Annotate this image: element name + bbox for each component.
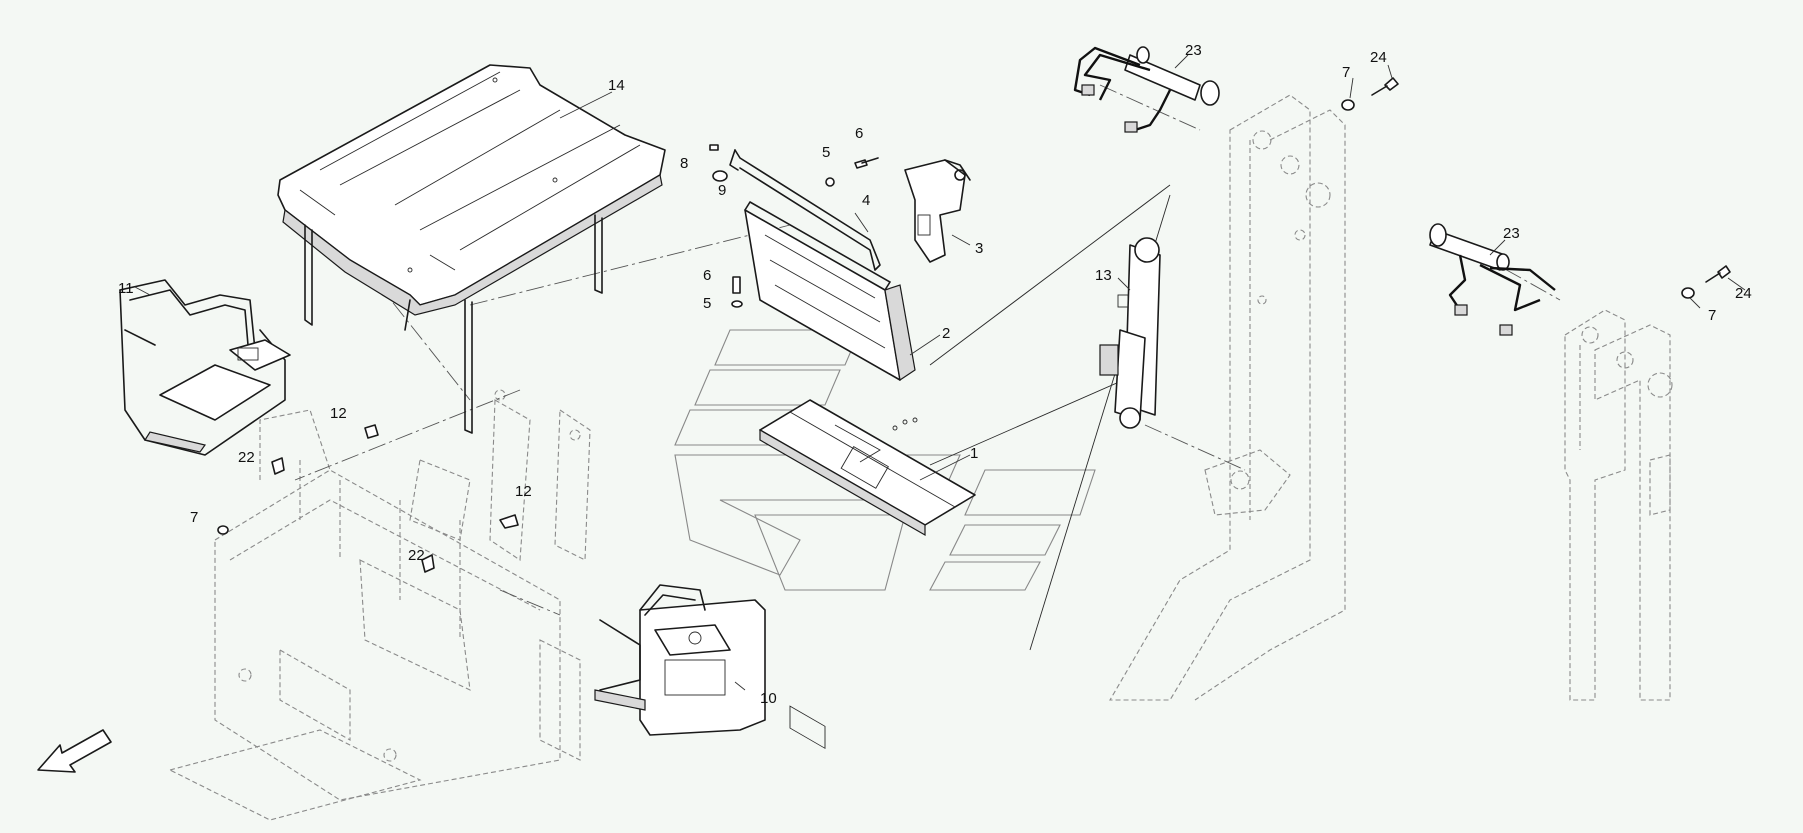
callout-5-top: 5 bbox=[822, 144, 830, 161]
callout-8: 8 bbox=[680, 155, 688, 172]
callout-24-top: 24 bbox=[1370, 49, 1387, 66]
machine-frame-ghost bbox=[168, 389, 591, 821]
leader-lines bbox=[134, 54, 1746, 691]
callout-12-centre: 12 bbox=[515, 483, 532, 500]
callout-22-centre: 22 bbox=[408, 547, 425, 564]
callout-24-right: 24 bbox=[1735, 285, 1752, 302]
callout-1: 1 bbox=[970, 445, 978, 462]
callout-6-bottom: 6 bbox=[703, 267, 711, 284]
boom-arm-ghost-2 bbox=[1564, 309, 1673, 701]
left-seat-bracket bbox=[119, 279, 291, 456]
floor-plate bbox=[759, 399, 976, 537]
callout-3: 3 bbox=[975, 240, 983, 257]
callout-23-right: 23 bbox=[1503, 225, 1520, 242]
right-seat-bracket bbox=[594, 584, 766, 736]
callout-9: 9 bbox=[718, 182, 726, 199]
callout-12-left: 12 bbox=[330, 405, 347, 422]
pivot-pin-upper bbox=[1073, 46, 1220, 133]
callout-2: 2 bbox=[942, 325, 950, 342]
pivot-pin-right bbox=[1429, 223, 1556, 336]
callout-13: 13 bbox=[1095, 267, 1112, 284]
callout-23-top: 23 bbox=[1185, 42, 1202, 59]
callout-labels: 1 2 3 4 5 5 6 6 7 7 7 8 9 10 11 12 12 13… bbox=[118, 42, 1752, 707]
callout-14: 14 bbox=[608, 77, 625, 94]
fasteners bbox=[217, 77, 1731, 573]
console-panel bbox=[744, 201, 916, 750]
boom-arm-ghost-1 bbox=[1109, 94, 1346, 701]
callout-7-top-right: 7 bbox=[1342, 64, 1350, 81]
callout-5-bottom: 5 bbox=[703, 295, 711, 312]
direction-arrow-icon bbox=[37, 729, 112, 773]
callout-4: 4 bbox=[862, 192, 870, 209]
callout-7-left: 7 bbox=[190, 509, 198, 526]
handle-rail bbox=[729, 149, 881, 271]
callout-7-right: 7 bbox=[1708, 307, 1716, 324]
roof-canopy bbox=[277, 64, 666, 434]
hydraulic-cylinder bbox=[1099, 237, 1161, 429]
callout-11: 11 bbox=[118, 280, 134, 297]
callout-10: 10 bbox=[760, 690, 777, 707]
mount-bracket bbox=[904, 159, 971, 263]
callout-22-left: 22 bbox=[238, 449, 255, 466]
callout-6-top: 6 bbox=[855, 125, 863, 142]
